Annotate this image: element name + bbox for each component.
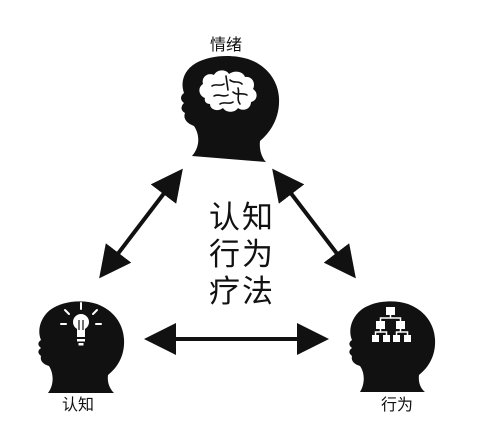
lightbulb-icon — [60, 302, 102, 346]
head-silhouette-behavior — [349, 301, 436, 392]
label-emotion: 情绪 — [210, 35, 243, 54]
head-behavior — [349, 301, 436, 392]
head-silhouette-cognition — [38, 301, 125, 393]
label-cognition: 认知 — [62, 395, 95, 414]
label-behavior: 行为 — [381, 395, 414, 414]
center-title-line-1: 认知 — [209, 200, 275, 236]
head-emotion — [181, 55, 280, 162]
center-title-line-2: 行为 — [209, 237, 275, 273]
arrow-emotion-cognition — [99, 168, 183, 279]
center-title-line-3: 疗法 — [209, 274, 275, 310]
brain-icon — [199, 70, 257, 112]
flowchart-icon — [372, 307, 411, 342]
center-title: 认知 行为 疗法 — [192, 200, 292, 311]
arrow-emotion-behavior — [272, 168, 356, 279]
head-cognition — [38, 301, 125, 393]
